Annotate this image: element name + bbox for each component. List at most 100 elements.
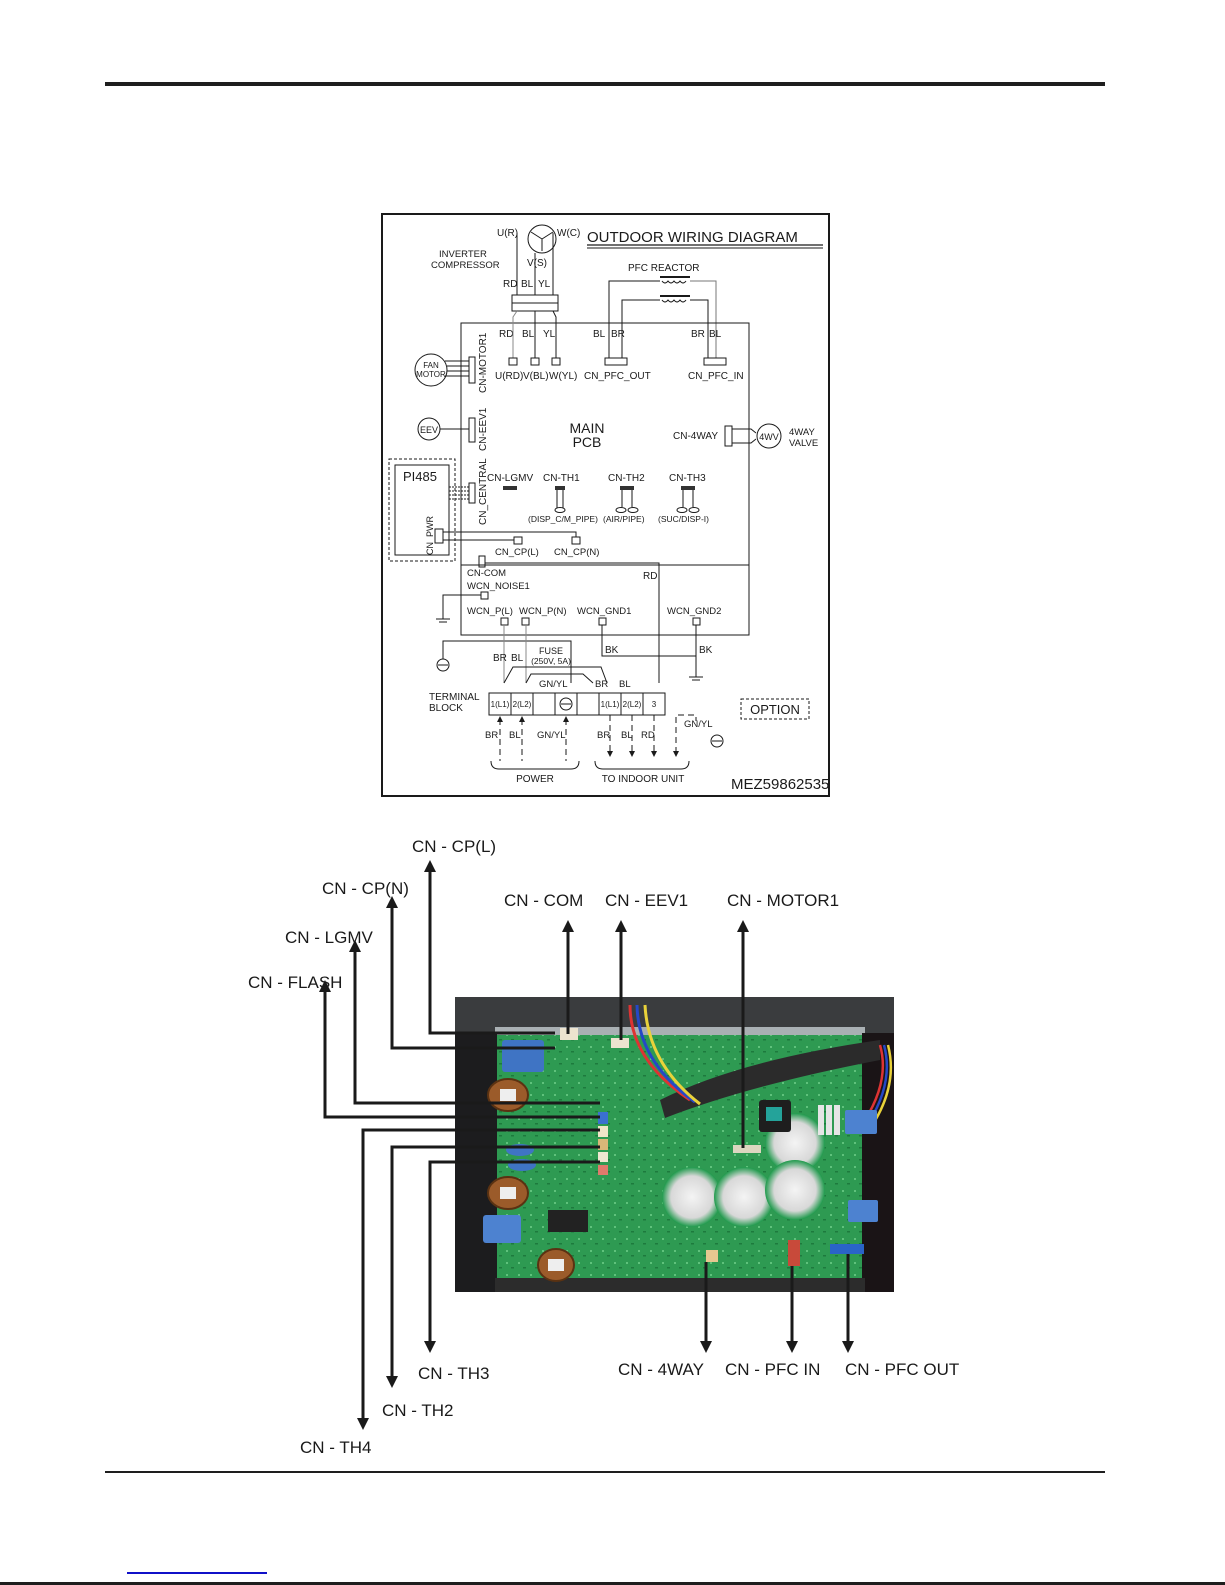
wire-gnyl-label: GN/YL — [539, 679, 568, 690]
tb-cell-8: 3 — [652, 700, 657, 709]
cn-th1-connector — [555, 486, 565, 490]
footer-link[interactable] — [127, 1572, 267, 1574]
pcb-power-section — [460, 564, 750, 636]
capacitor — [714, 1167, 774, 1227]
label-cn-4way: CN - 4WAY — [618, 1360, 704, 1379]
wcn-pl-label: WCN_P(L) — [467, 606, 513, 617]
option-wire-gnyl: GN/YL — [684, 719, 713, 730]
pcb-wire-rd: RD — [499, 329, 513, 340]
main-pcb-label-1: MAIN — [570, 420, 605, 436]
terminal-v-label: V(S) — [527, 258, 547, 269]
cn-cp-n-label: CN_CP(N) — [554, 547, 599, 558]
fan-motor-label-1: FAN — [423, 361, 439, 370]
pi485-option-box — [388, 458, 456, 562]
cn-th3-label: CN-TH3 — [669, 473, 706, 484]
wcn-gnd1-connector — [598, 617, 607, 626]
footer-rule — [105, 1471, 1105, 1473]
wire-bl-label: BL — [511, 653, 524, 664]
label-cn-flash: CN - FLASH — [248, 973, 342, 992]
power-brace — [490, 760, 580, 770]
label-cn-th2: CN - TH2 — [382, 1401, 453, 1420]
cn-pfc-in-connector — [703, 357, 727, 366]
leader-arrowheads — [319, 860, 854, 1430]
inverter-compressor: U(R) W(C) V(S) INVERTER COMPRESSOR RD BL… — [431, 224, 580, 312]
cn-motor1-connector — [468, 356, 476, 384]
cn-th2-sub: (AIR/PIPE) — [603, 514, 645, 524]
main-pcb-label-2: PCB — [573, 434, 602, 450]
pfc-reactor-label: PFC REACTOR — [628, 263, 700, 274]
comp-wire-bl: BL — [521, 279, 534, 290]
cn-com-label: CN-COM — [467, 568, 506, 579]
cn-th2-label: CN-TH2 — [608, 473, 645, 484]
cn-cp-n-connector — [571, 536, 581, 545]
wire-br-label: BR — [493, 653, 507, 664]
cn-cp-l-label: CN_CP(L) — [495, 547, 539, 558]
fuse-label: FUSE — [539, 646, 563, 656]
four-way-label-2: VALVE — [789, 438, 818, 449]
cn-pwr-label: CN_PWR — [425, 515, 435, 555]
wire-bl2-label: BL — [619, 679, 631, 690]
pcb-term-w: W(YL) — [549, 371, 577, 382]
bk-wire-label-1: BK — [605, 645, 619, 656]
power-wire-br: BR — [485, 730, 498, 741]
indoor-wire-br: BR — [597, 730, 610, 741]
pfc-out-wire-bl: BL — [593, 329, 606, 340]
pfc-in-wire-br: BR — [691, 329, 705, 340]
model-code: MEZ59862535 — [731, 776, 829, 793]
cn-pfc-out-label: CN_PFC_OUT — [584, 371, 651, 382]
cn-eev1-connector — [468, 417, 476, 443]
comp-wire-rd: RD — [503, 279, 517, 290]
leader-th3 — [428, 1160, 600, 1343]
tb-cell-1: 1(L1) — [491, 700, 510, 709]
cn-motor1-label: CN-MOTOR1 — [478, 332, 489, 393]
cn-th3-connector — [681, 486, 695, 490]
power-wire-bl: BL — [509, 730, 521, 741]
pcb-wire-yl: YL — [543, 329, 556, 340]
cn-central-connector — [468, 482, 476, 504]
diagram-title: OUTDOOR WIRING DIAGRAM — [587, 229, 798, 246]
tb-cell-6: 1(L1) — [601, 700, 620, 709]
label-cn-pfc-in: CN - PFC IN — [725, 1360, 820, 1379]
capacitor — [662, 1167, 722, 1227]
label-cn-motor1: CN - MOTOR1 — [727, 891, 839, 910]
label-cn-lgmv: CN - LGMV — [285, 928, 374, 947]
terminal-w-label: W(C) — [557, 228, 580, 239]
header-rule — [105, 82, 1105, 86]
tb-cell-7: 2(L2) — [623, 700, 642, 709]
comp-wire-yl: YL — [538, 279, 551, 290]
indoor-wire-rd: RD — [641, 730, 655, 741]
cn-pfc-out-connector — [604, 357, 628, 366]
leader-lgmv — [353, 950, 600, 1105]
four-wv-label: 4WV — [759, 432, 779, 442]
fan-motor-icon — [414, 353, 448, 387]
four-way-label-1: 4WAY — [789, 427, 816, 438]
wire-br2-label: BR — [595, 679, 608, 690]
option-label: OPTION — [750, 702, 800, 717]
pfc-in-wire-bl: BL — [709, 329, 722, 340]
cn-eev1-label: CN-EEV1 — [478, 407, 489, 451]
leader-th4 — [361, 1128, 600, 1420]
four-way-valve-icon — [756, 423, 782, 449]
wcn-gnd1-label: WCN_GND1 — [577, 606, 631, 617]
terminal-block: 1(L1) 2(L2) 1(L1) 2(L2) 3 — [488, 692, 666, 716]
indoor-label: TO INDOOR UNIT — [602, 774, 685, 785]
wcn-noise1-label: WCN_NOISE1 — [467, 581, 530, 592]
pcb-photo — [455, 997, 894, 1292]
label-cn-pfc-out: CN - PFC OUT — [845, 1360, 959, 1379]
pfc-reactor: PFC REACTOR — [608, 263, 717, 358]
cn-com-connector — [478, 555, 486, 568]
cn-pfc-in-label: CN_PFC_IN — [688, 371, 744, 382]
eev-label: EEV — [420, 425, 438, 435]
wcn-gnd2-connector — [692, 617, 701, 626]
cn-th1-label: CN-TH1 — [543, 473, 580, 484]
pcb-photo-section: CN - CP(L) CN - CP(N) CN - COM CN - EEV1… — [248, 837, 959, 1457]
wcn-gnd2-label: WCN_GND2 — [667, 606, 721, 617]
leader-cp-n — [390, 906, 555, 1050]
capacitor — [765, 1160, 825, 1220]
label-cn-eev1: CN - EEV1 — [605, 891, 688, 910]
pi485-label: PI485 — [403, 469, 437, 484]
power-wire-gnyl: GN/YL — [537, 730, 566, 741]
pcb-term-u: U(RD) — [495, 371, 523, 382]
pcb-wire-bl: BL — [522, 329, 535, 340]
terminal-block-label-2: BLOCK — [429, 703, 463, 714]
